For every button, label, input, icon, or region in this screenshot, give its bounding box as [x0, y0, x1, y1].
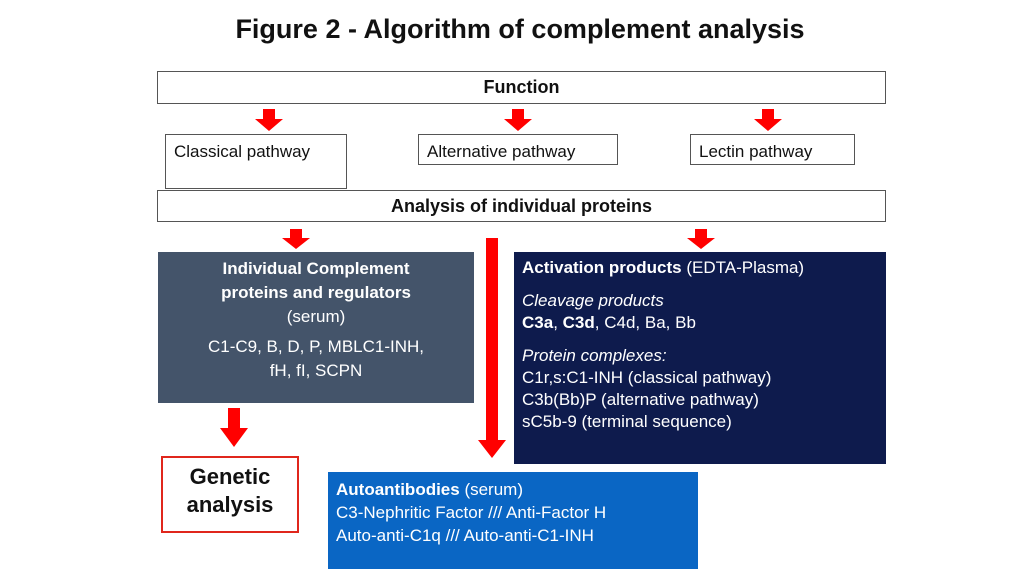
page-title: Figure 2 - Algorithm of complement analy…: [235, 14, 805, 44]
alternative-pathway-label: Alternative pathway: [427, 142, 576, 161]
arrow-down-icon: [282, 229, 310, 249]
genetic-line2: analysis: [186, 492, 274, 517]
complex-item: C3b(Bb)P (alternative pathway): [522, 390, 759, 409]
individual-list-line2: fH, fI, SCPN: [269, 361, 363, 380]
cleavage-sep: ,: [665, 313, 676, 332]
arrow-down-icon: [754, 109, 782, 131]
cleavage-sep: ,: [553, 313, 563, 332]
autoantibodies-line1: C3-Nephritic Factor /// Anti-Factor H: [336, 503, 607, 522]
arrow-down-icon: [220, 408, 248, 447]
activation-heading-suffix: (EDTA-Plasma): [681, 258, 805, 277]
complex-heading: Protein complexes:: [522, 346, 667, 365]
individual-source: (serum): [286, 307, 346, 326]
autoantibodies-line2: Auto-anti-C1q /// Auto-anti-C1-INH: [336, 526, 594, 545]
autoantibodies-box: Autoantibodies (serum) C3-Nephritic Fact…: [328, 472, 698, 569]
cleavage-c3d: C3d: [562, 313, 595, 332]
activation-heading: Activation products: [522, 258, 682, 277]
function-label: Function: [483, 77, 560, 97]
complex-item: C1r,s:C1-INH (classical pathway): [522, 368, 772, 387]
autoantibodies-heading: Autoantibodies: [336, 480, 460, 499]
lectin-pathway-box: Lectin pathway: [690, 134, 855, 165]
arrow-down-icon: [478, 238, 506, 458]
genetic-line1: Genetic: [189, 464, 271, 489]
classical-pathway-label: Classical pathway: [174, 142, 311, 161]
genetic-analysis-box: Genetic analysis: [161, 456, 299, 533]
individual-heading-line1: Individual Complement: [222, 259, 410, 278]
cleavage-c4d: C4d: [604, 313, 636, 332]
cleavage-sep: ,: [635, 313, 645, 332]
cleavage-items: C3a, C3d, C4d, Ba, Bb: [522, 312, 886, 334]
individual-list-line1: C1-C9, B, D, P, MBLC1-INH,: [207, 337, 425, 356]
cleavage-ba: Ba: [644, 313, 666, 332]
cleavage-bb: Bb: [675, 313, 696, 332]
individual-heading-line2: proteins and regulators: [221, 283, 411, 302]
analysis-box: Analysis of individual proteins: [157, 190, 886, 222]
arrow-down-icon: [255, 109, 283, 131]
arrow-down-icon: [687, 229, 715, 249]
function-box: Function: [157, 71, 886, 104]
alternative-pathway-box: Alternative pathway: [418, 134, 618, 165]
cleavage-c3a: C3a: [522, 313, 554, 332]
arrow-down-icon: [504, 109, 532, 131]
analysis-label: Analysis of individual proteins: [390, 195, 653, 216]
activation-products-box: Activation products (EDTA-Plasma) Cleava…: [514, 252, 886, 464]
cleavage-sep: ,: [594, 313, 605, 332]
lectin-pathway-label: Lectin pathway: [699, 142, 813, 161]
complex-item: sC5b-9 (terminal sequence): [522, 412, 732, 431]
classical-pathway-box: Classical pathway: [165, 134, 347, 189]
cleavage-heading: Cleavage products: [522, 291, 664, 310]
autoantibodies-heading-suffix: (serum): [459, 480, 523, 499]
individual-proteins-box: Individual Complement proteins and regul…: [158, 252, 474, 403]
